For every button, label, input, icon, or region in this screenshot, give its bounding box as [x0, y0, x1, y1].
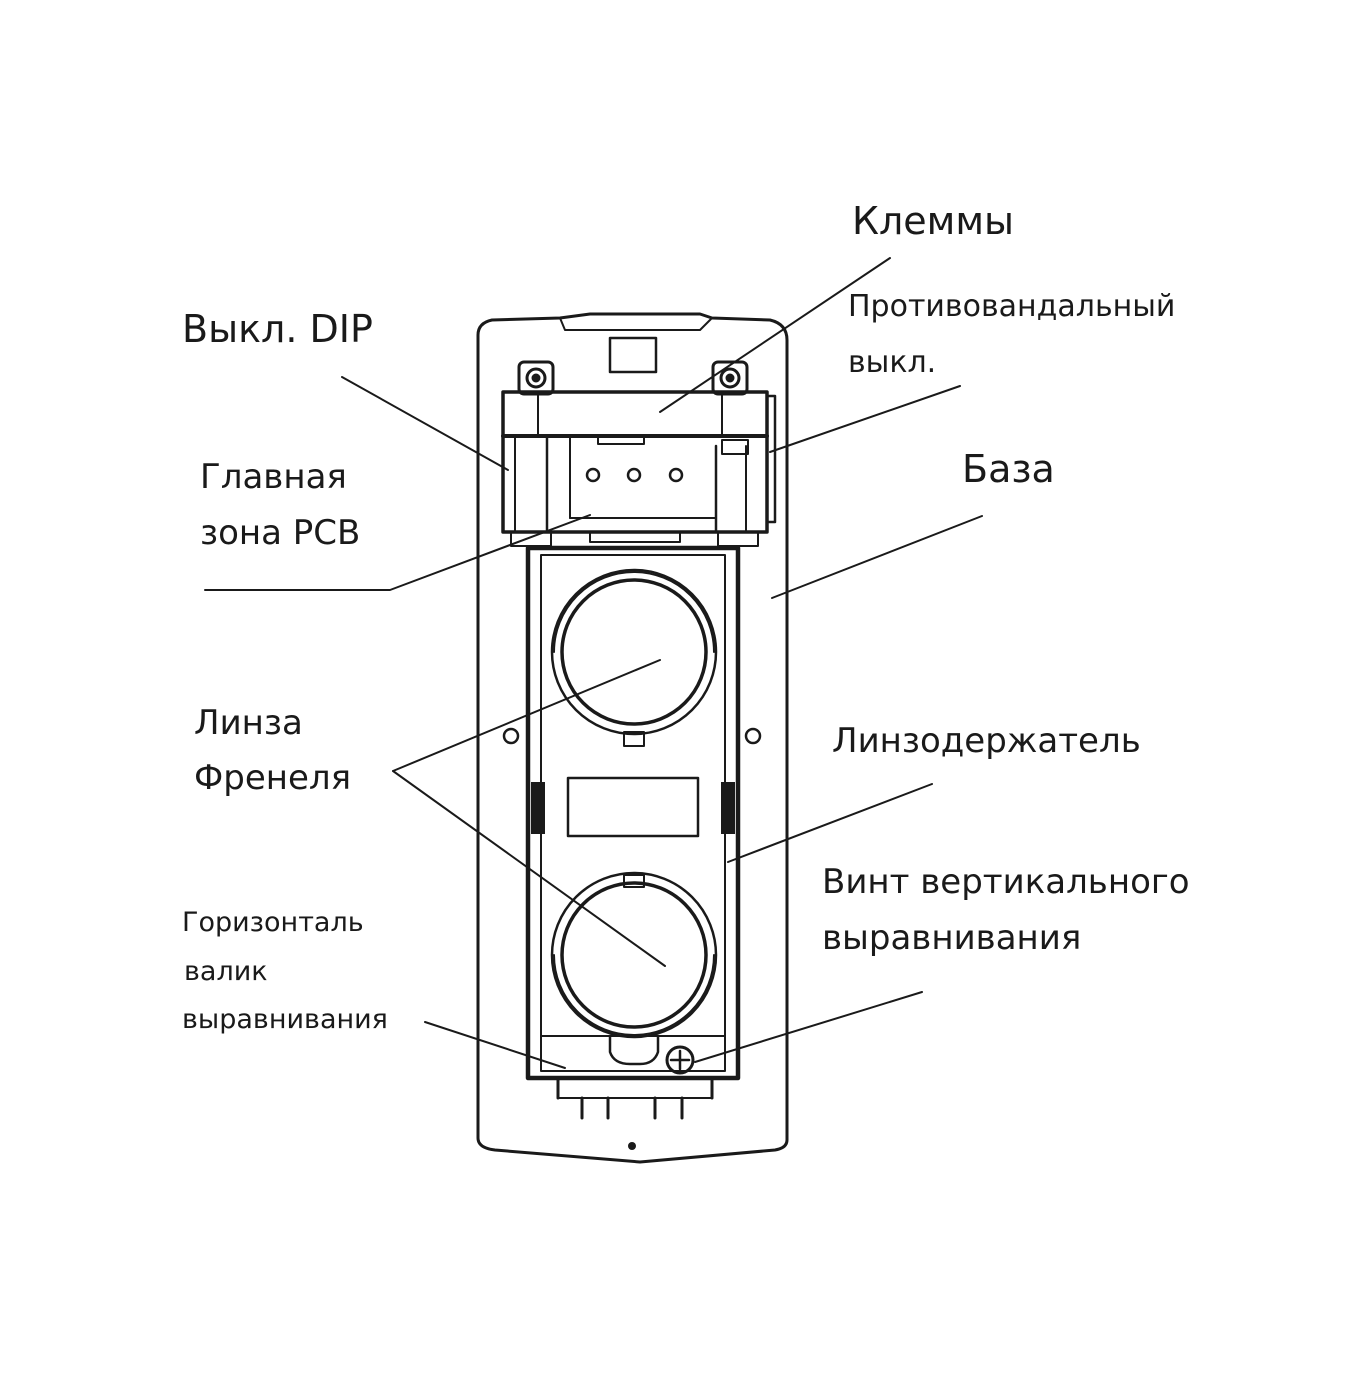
leader-dip: [341, 376, 509, 471]
mount-hole-right: [744, 727, 762, 745]
center-window: [566, 776, 700, 838]
dip-hole: [585, 467, 601, 483]
vertical-adjust-screw: [665, 1045, 695, 1075]
pcb-bottom-tab-right: [717, 531, 759, 547]
leader-base: [771, 515, 983, 599]
dip-hole: [626, 467, 642, 483]
label-main-pcb-line2: зона PCB: [200, 513, 361, 553]
screw-left: [517, 360, 555, 396]
top-notch: [559, 317, 713, 331]
side-clip: [765, 394, 777, 524]
pcb-bottom-tab-left: [510, 531, 552, 547]
mount-hole-left: [502, 727, 520, 745]
label-fresnel-line1: Линза: [194, 703, 303, 743]
label-antivandal-line1: Противовандальный: [848, 289, 1176, 324]
tamper-switch: [721, 439, 749, 455]
label-vertical-line1: Винт вертикального: [822, 862, 1190, 902]
label-dip: Выкл. DIP: [182, 307, 373, 351]
terminal-block: [501, 390, 769, 534]
leader-klemmy: [659, 257, 891, 413]
leader-fresnel-upper: [392, 659, 661, 772]
clip-right: [721, 782, 735, 834]
fresnel-lens-lower: [550, 871, 718, 1039]
bottom-hole: [628, 1142, 636, 1150]
label-fresnel-line2: Френеля: [194, 758, 352, 798]
label-vertical-line2: выравнивания: [822, 918, 1082, 958]
label-horizontal-line1: Горизонталь: [182, 907, 364, 938]
leader-antivandal: [769, 385, 961, 453]
horizontal-roller: [608, 1034, 660, 1066]
leader-main-pcb: [204, 514, 591, 591]
leader-vertical-screw: [694, 991, 923, 1063]
label-lens-holder: Линзодержатель: [832, 721, 1141, 761]
leader-lines: [204, 257, 983, 1069]
leader-fresnel-lower: [392, 770, 666, 967]
leader-lens-holder: [727, 783, 933, 863]
lens-holder: [525, 545, 741, 1081]
dip-hole: [668, 467, 684, 483]
label-antivandal-line2: выкл.: [848, 345, 937, 380]
label-klemmy: Клеммы: [852, 199, 1014, 243]
label-horizontal-line3: выравнивания: [182, 1004, 388, 1035]
base-housing: [476, 312, 789, 1164]
screw-right: [711, 360, 749, 396]
pcb-bottom-tab-center: [589, 531, 681, 543]
connector-pins: [580, 1096, 684, 1120]
fresnel-lens-upper: [550, 568, 718, 747]
label-horizontal-line2: валик: [184, 956, 268, 987]
dip-switch-block: [597, 435, 645, 445]
label-base: База: [962, 447, 1055, 491]
top-window: [608, 336, 658, 374]
clip-left: [531, 782, 545, 834]
leader-horizontal-roller: [424, 1021, 566, 1069]
label-main-pcb-line1: Главная: [200, 457, 347, 497]
